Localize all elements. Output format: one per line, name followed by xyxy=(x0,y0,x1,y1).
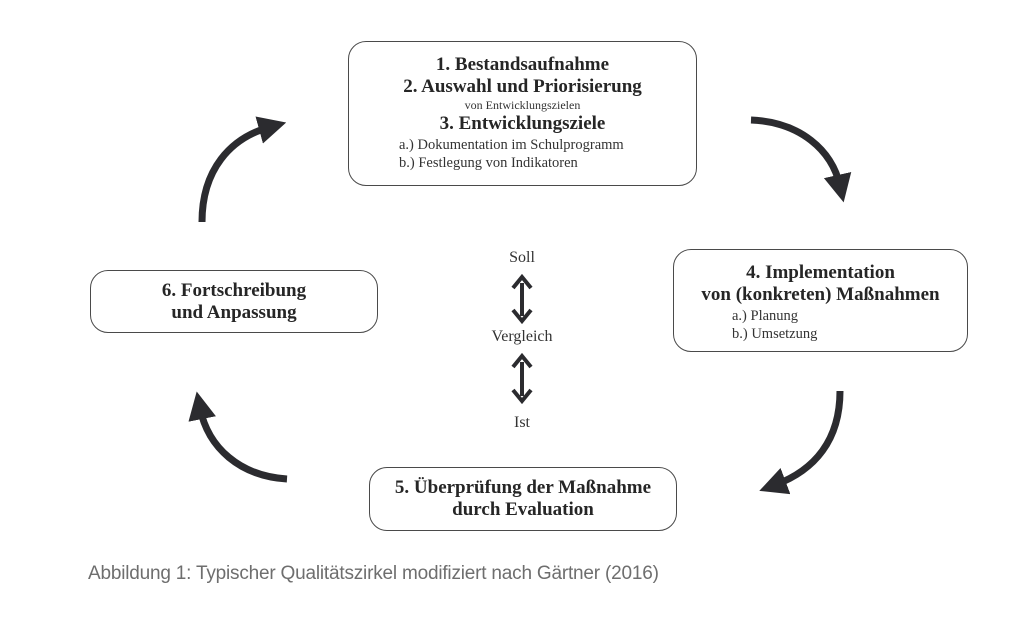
double-arrow-soll-vergleich xyxy=(511,273,533,325)
step3-item: a.) Dokumentation im Schulprogramm xyxy=(399,137,624,153)
step5-title-line2: durch Evaluation xyxy=(452,499,594,520)
figure-caption: Abbildung 1: Typischer Qualitätszirkel m… xyxy=(88,563,659,584)
box-step6-update: 6. Fortschreibung und Anpassung xyxy=(90,270,378,333)
label-soll: Soll xyxy=(509,249,535,266)
double-arrow-vergleich-ist xyxy=(511,352,533,405)
arrow-step6-to-step1 xyxy=(198,116,287,223)
step3-items: a.) Dokumentation im Schulprogramm b.) F… xyxy=(349,136,696,172)
box-step4-implementation: 4. Implementation von (konkreten) Maßnah… xyxy=(673,249,968,352)
step2-subtitle: von Entwicklungszielen xyxy=(464,98,581,112)
step4-item: a.) Planung xyxy=(732,308,799,324)
arrow-step4-to-step5 xyxy=(759,390,844,495)
step4-items: a.) Planung b.) Umsetzung xyxy=(674,307,967,343)
arrow-step5-to-step6 xyxy=(188,391,288,483)
arrow-step1-to-step4 xyxy=(750,116,852,203)
step1-title: 1. Bestandsaufnahme xyxy=(435,54,610,75)
step4-title-line2: von (konkreten) Maßnahmen xyxy=(701,284,940,305)
step5-title: 5. Überprüfung der Maßnahme xyxy=(394,477,652,498)
label-ist: Ist xyxy=(514,414,530,431)
step3-item: b.) Festlegung von Indikatoren xyxy=(399,155,578,171)
step6-title-line2: und Anpassung xyxy=(171,302,297,323)
step6-title: 6. Fortschreibung xyxy=(161,280,307,301)
step3-title: 3. Entwicklungsziele xyxy=(439,113,606,134)
box-step1-3-planning: 1. Bestandsaufnahme 2. Auswahl und Prior… xyxy=(348,41,697,186)
step4-title: 4. Implementation xyxy=(746,262,895,283)
step4-item: b.) Umsetzung xyxy=(732,326,818,342)
box-step5-evaluation: 5. Überprüfung der Maßnahme durch Evalua… xyxy=(369,467,677,531)
label-vergleich: Vergleich xyxy=(491,328,553,345)
step2-title: 2. Auswahl und Priorisierung xyxy=(403,76,642,97)
